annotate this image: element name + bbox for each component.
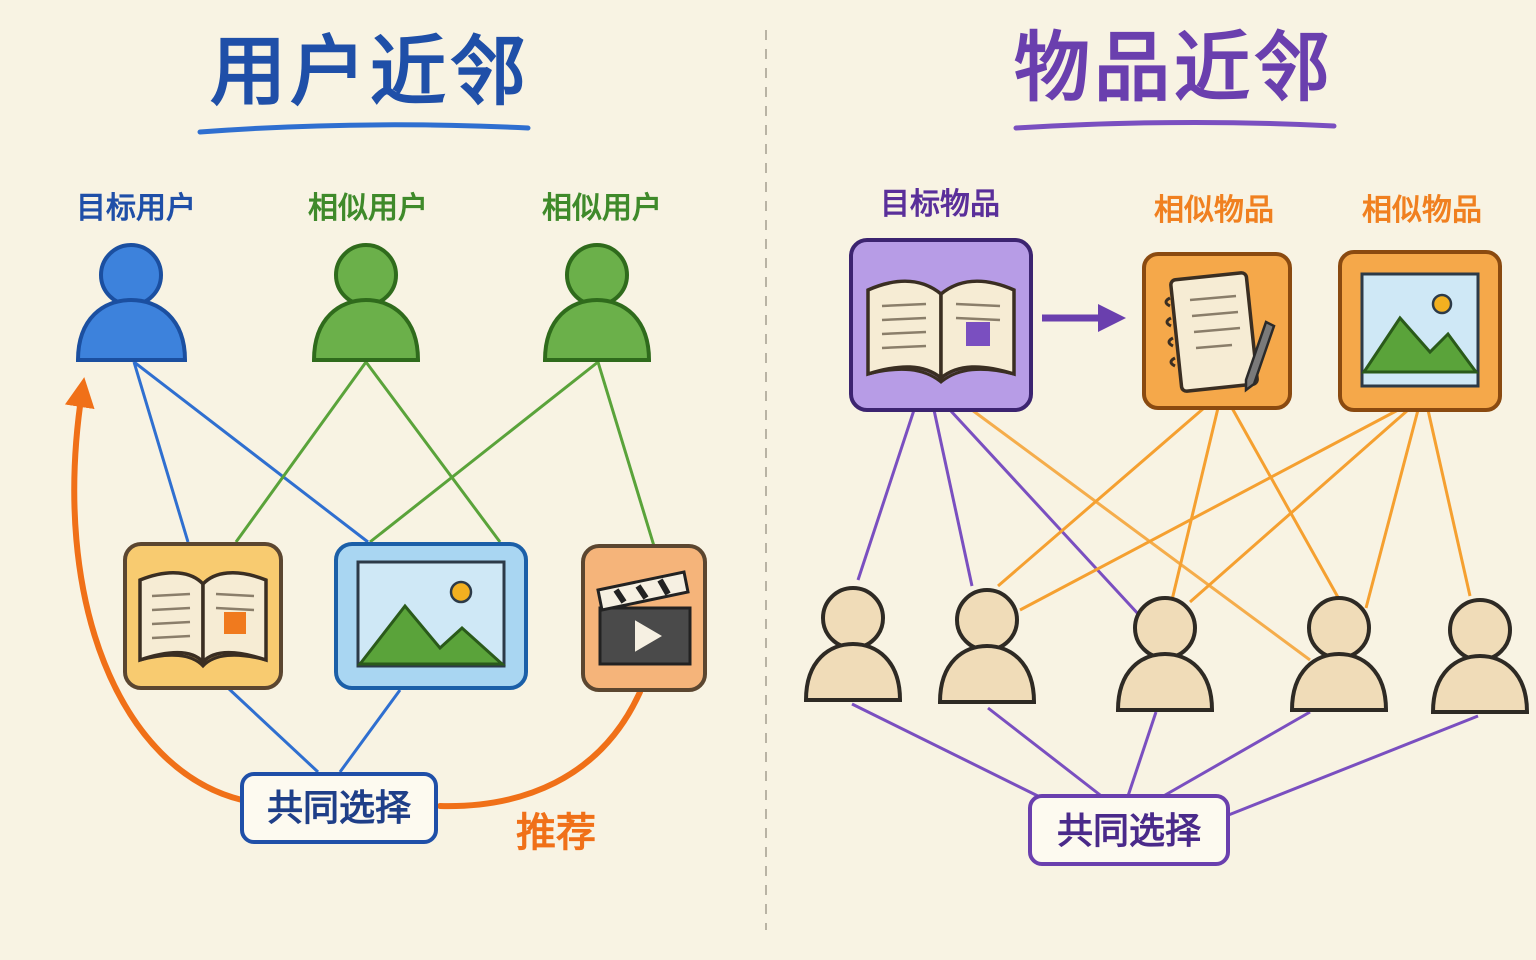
- target-user-icon: [75, 243, 188, 362]
- right-user-icon-3: [1115, 596, 1215, 712]
- right-shared-choice-box: 共同选择: [1028, 794, 1230, 866]
- picture-icon: [356, 560, 506, 668]
- notebook-icon: [1164, 271, 1276, 393]
- left-item-video: [581, 544, 707, 692]
- target-user-label: 目标用户: [76, 191, 196, 226]
- video-icon: [596, 570, 692, 666]
- recommend-label: 推荐: [516, 810, 596, 856]
- similar-user-label-2: 相似用户: [542, 191, 662, 226]
- picture-icon: [1360, 272, 1480, 388]
- left-connection-lines: [132, 360, 656, 774]
- right-title-underline: [1013, 119, 1337, 131]
- similar-user-icon-2: [542, 243, 652, 362]
- recommend-arrow: [437, 689, 643, 810]
- left-title-underline: [197, 122, 531, 135]
- book-icon: [138, 571, 268, 669]
- right-user-icon-1: [803, 586, 903, 702]
- left-item-picture: [334, 542, 528, 690]
- right-shared-choice-label: 共同选择: [1057, 811, 1202, 852]
- similar-item-label-1: 相似物品: [1154, 193, 1274, 228]
- similar-user-label-1: 相似用户: [308, 191, 428, 226]
- right-user-icon-2: [937, 588, 1037, 704]
- right-target-item-book: [849, 238, 1033, 412]
- left-shared-choice-label: 共同选择: [267, 788, 412, 829]
- similar-item-label-2: 相似物品: [1362, 193, 1482, 228]
- right-user-icon-4: [1289, 596, 1389, 712]
- similar-user-icon-1: [311, 243, 421, 362]
- left-shared-choice-box: 共同选择: [240, 772, 438, 844]
- right-title: 物品近邻: [1014, 23, 1334, 112]
- book-icon: [866, 279, 1016, 384]
- target-item-label: 目标物品: [880, 187, 1000, 222]
- right-similar-item-picture: [1338, 250, 1502, 412]
- left-title: 用户近邻: [210, 27, 530, 116]
- recommend-arrow-return: [64, 377, 245, 803]
- right-connection-lines: [851, 406, 1479, 818]
- left-item-book: [123, 542, 283, 690]
- right-user-icon-5: [1430, 598, 1530, 714]
- right-similar-item-notebook: [1142, 252, 1292, 410]
